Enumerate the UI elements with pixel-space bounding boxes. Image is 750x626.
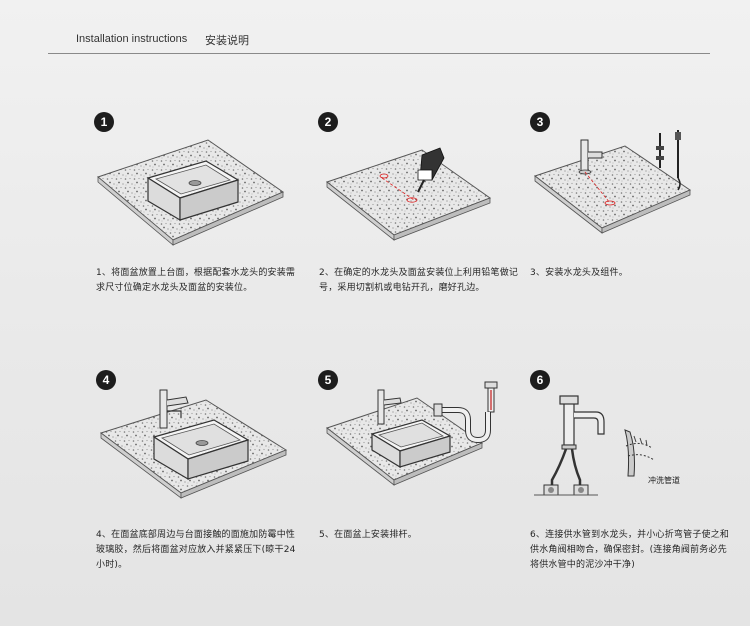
step-2-number: 2	[318, 112, 338, 132]
step-3-caption: 3、安装水龙头及组件。	[530, 268, 628, 278]
step-1-illustration	[96, 139, 285, 246]
step-6-caption: 6、连接供水管到水龙头，并小心折弯管子使之和供水角阀相吻合，确保密封。(连接角阀…	[530, 530, 730, 570]
header-title-en: Installation instructions	[76, 33, 188, 45]
step-4-illustration	[99, 389, 288, 499]
step-4-caption: 4、在面盆底部周边与台面接触的面施加防霉中性玻璃胶，然后将面盆对应放入并紧紧压下…	[96, 530, 296, 570]
step-6-flush-label: 冲洗管道	[648, 476, 680, 485]
step-3-illustration	[533, 130, 692, 234]
step-5-caption: 5、在面盆上安装排杆。	[319, 530, 417, 540]
step-5-illustration	[325, 381, 498, 486]
page-header: Installation instructions 安装说明	[48, 31, 710, 54]
step-2-caption: 2、在确定的水龙头及面盆安装位上利用铅笔做记号，采用切割机或电钻开孔，磨好孔边。	[319, 268, 519, 293]
header-title-cn: 安装说明	[205, 34, 249, 47]
step-5-number: 5	[318, 370, 338, 390]
step-1-caption: 1、将面盆放置上台面，根据配套水龙头的安装需求尺寸位确定水龙头及面盆的安装位。	[96, 268, 296, 293]
step-6-number: 6	[530, 370, 550, 390]
step-1-number: 1	[94, 112, 114, 132]
step-2-illustration	[325, 147, 492, 241]
step-4-number: 4	[96, 370, 116, 390]
step-6-illustration	[534, 395, 655, 496]
step-3-number: 3	[530, 112, 550, 132]
